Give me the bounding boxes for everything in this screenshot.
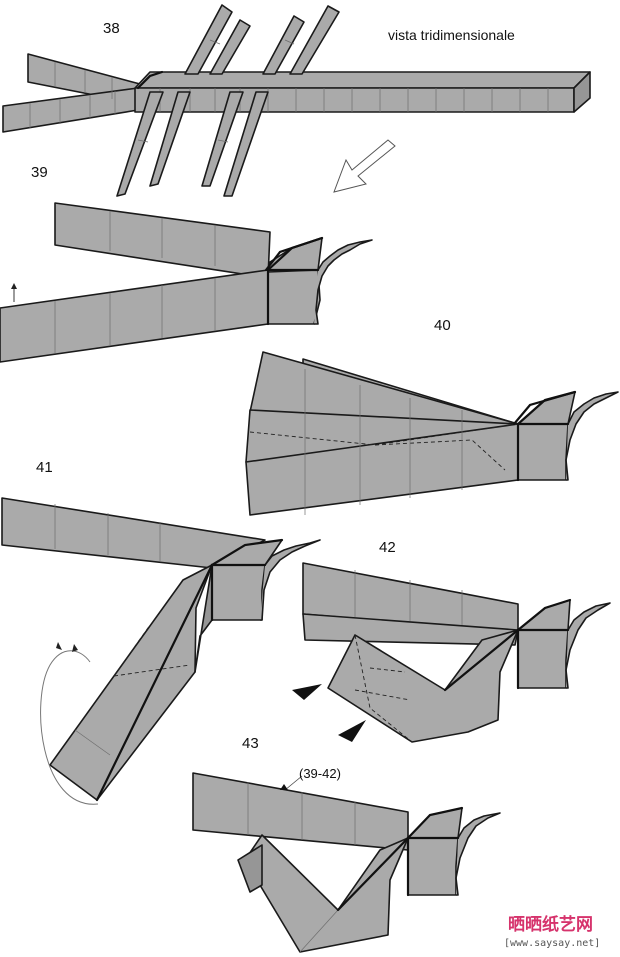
step-number-40: 40 [434, 317, 451, 334]
diagram-caption: vista tridimensionale [388, 27, 515, 43]
step-number-42: 42 [379, 539, 396, 556]
step-39-figure [0, 202, 373, 363]
step-number-38: 38 [103, 20, 120, 37]
step-number-41: 41 [36, 459, 53, 476]
rotate-arrow-icon [40, 642, 99, 805]
hollow-arrow-icon [333, 139, 396, 193]
step-42-figure [302, 562, 611, 743]
step-40-figure [245, 351, 619, 516]
watermark-brand: 晒晒纸艺网 [508, 914, 593, 935]
watermark-url: [www.saysay.net] [504, 938, 600, 949]
repeat-reference: (39-42) [299, 766, 341, 781]
step-41-figure [1, 497, 321, 802]
step-43-figure [192, 772, 501, 953]
step-38-figure [2, 4, 591, 197]
step-number-43: 43 [242, 735, 259, 752]
step-number-39: 39 [31, 164, 48, 181]
up-arrow-icon [11, 283, 17, 302]
push-arrow-icon [292, 684, 366, 742]
